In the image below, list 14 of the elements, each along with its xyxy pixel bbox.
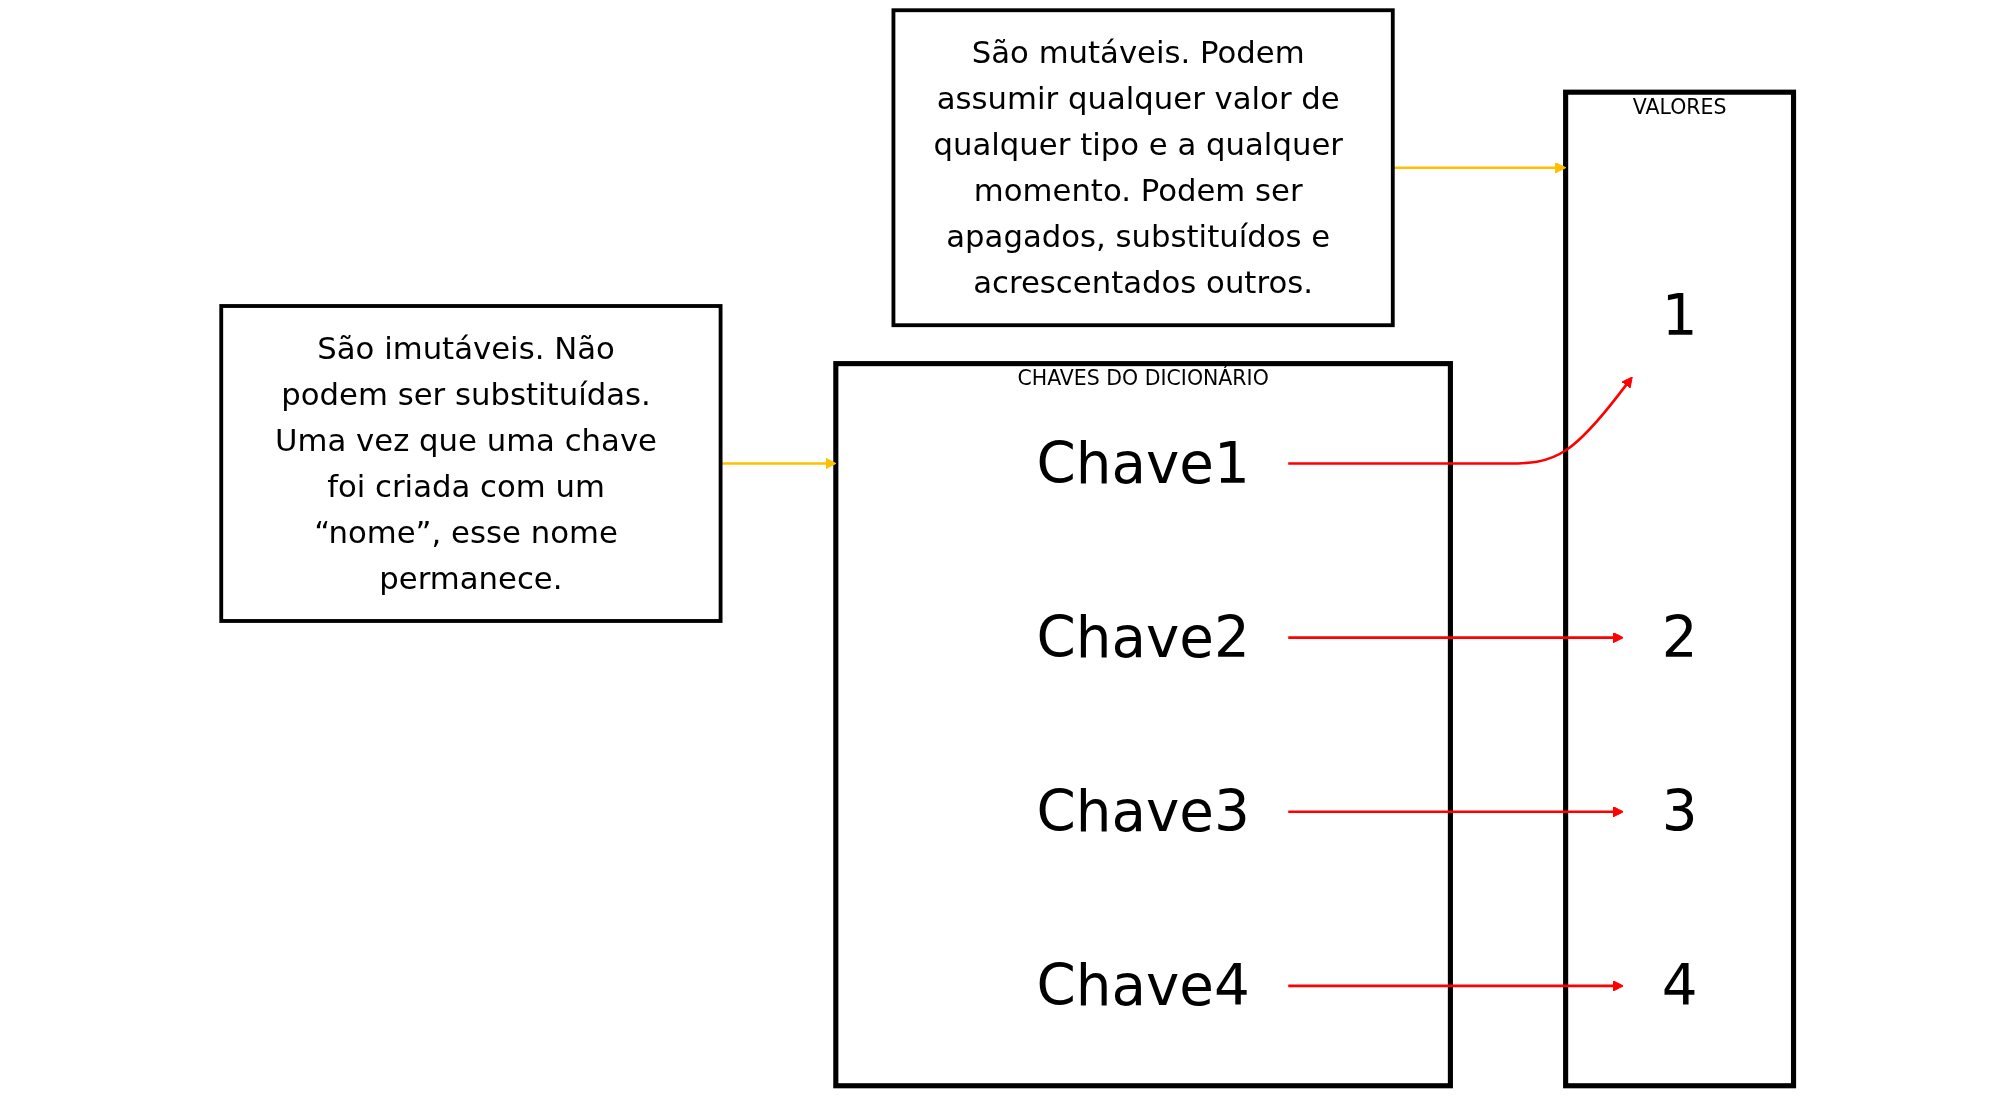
node-text: Chave2 bbox=[1036, 604, 1250, 670]
node-box: São imutáveis. Não podem ser substituídas. Uma vez que uma chave foi criada com um “nome”, esse nome permanece. bbox=[219, 304, 723, 623]
node-text: 1 bbox=[1661, 282, 1698, 348]
node-text: 2 bbox=[1661, 604, 1698, 670]
arrow bbox=[1288, 980, 1624, 992]
arrow bbox=[1288, 806, 1624, 818]
node-box: São mutáveis. Podem assumir qualquer valor de qualquer tipo e a qualquer momento. Podem ser apagados, substituídos e acrescentados outros. bbox=[891, 8, 1395, 328]
arrow bbox=[1288, 632, 1624, 644]
node-text: Chave3 bbox=[1036, 778, 1250, 844]
node-text: 4 bbox=[1661, 952, 1698, 1018]
node-text: Chave4 bbox=[1036, 952, 1250, 1018]
arrow bbox=[1288, 376, 1633, 465]
node-text: Chave1 bbox=[1036, 430, 1250, 496]
node-text: 3 bbox=[1661, 778, 1698, 844]
